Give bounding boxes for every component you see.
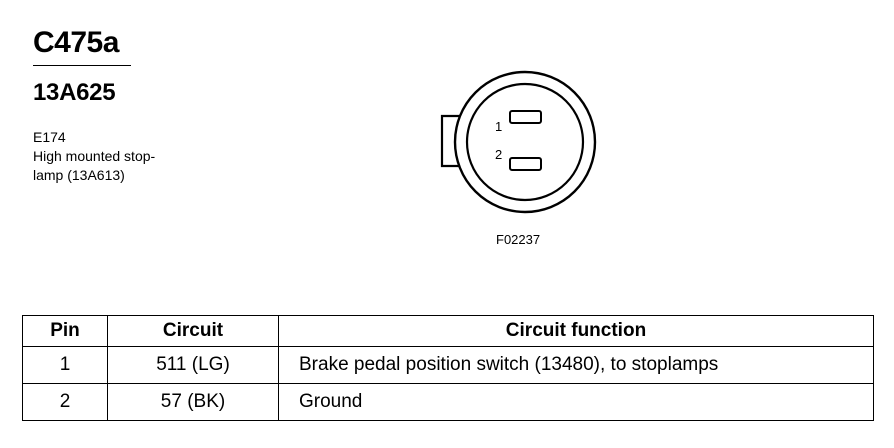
title-underline: [33, 65, 131, 66]
pin-1-label: 1: [495, 119, 502, 134]
table-row: 1 511 (LG) Brake pedal position switch (…: [22, 346, 874, 384]
table-header-row: Pin Circuit Circuit function: [22, 315, 874, 347]
location-line: lamp (13A613): [33, 167, 125, 183]
connector-location: E174 High mounted stop- lamp (13A613): [33, 128, 155, 185]
location-line: High mounted stop-: [33, 148, 156, 164]
cell-circuit: 57 (BK): [107, 383, 279, 421]
connector-face-diagram: 1 2: [440, 70, 597, 214]
location-line: E174: [33, 129, 66, 145]
part-number: 13A625: [33, 79, 116, 106]
pin-2-cavity: [509, 157, 542, 171]
pin-2-label: 2: [495, 147, 502, 162]
table-row: 2 57 (BK) Ground: [22, 383, 874, 421]
header-circuit: Circuit: [107, 315, 279, 347]
pin-function-table: Pin Circuit Circuit function 1 511 (LG) …: [22, 315, 874, 421]
header-pin: Pin: [22, 315, 108, 347]
cell-pin: 1: [22, 346, 108, 384]
connector-inner-face: [465, 82, 585, 202]
cell-circuit-function: Ground: [278, 383, 874, 421]
pin-1-cavity: [509, 110, 542, 124]
cell-circuit: 511 (LG): [107, 346, 279, 384]
cell-circuit-function: Brake pedal position switch (13480), to …: [278, 346, 874, 384]
header-circuit-function: Circuit function: [278, 315, 874, 347]
figure-id: F02237: [496, 232, 541, 247]
connector-id: C475a: [33, 26, 119, 59]
cell-pin: 2: [22, 383, 108, 421]
